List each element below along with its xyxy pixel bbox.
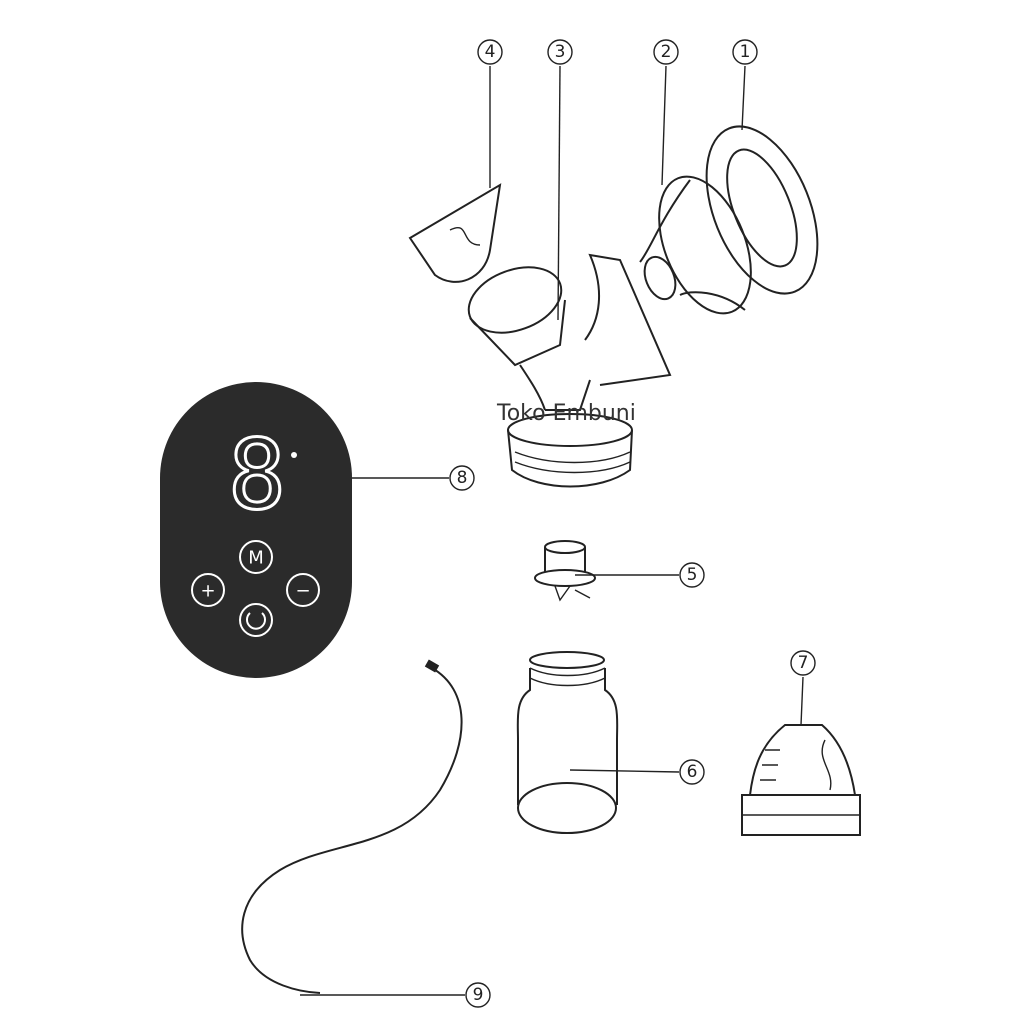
part-2-flange-insert xyxy=(639,175,752,315)
power-button[interactable] xyxy=(239,603,273,637)
power-icon xyxy=(246,612,266,630)
svg-text:9: 9 xyxy=(473,985,484,1005)
mode-button[interactable]: M xyxy=(239,540,273,574)
part-5-valve xyxy=(534,540,596,602)
indicator-dot xyxy=(291,452,297,458)
callout-6: 6 xyxy=(569,759,705,785)
svg-text:7: 7 xyxy=(798,653,809,673)
callout-7: 7 xyxy=(790,650,816,726)
part-4-valve-cap xyxy=(408,183,502,283)
svg-text:3: 3 xyxy=(555,42,566,62)
svg-text:8: 8 xyxy=(457,468,468,488)
plus-button[interactable]: + xyxy=(191,573,225,607)
minus-button[interactable]: − xyxy=(286,573,320,607)
svg-text:5: 5 xyxy=(687,565,698,585)
callout-8: 8 xyxy=(350,465,475,491)
callout-9: 9 xyxy=(300,982,491,1008)
part-3-pump-body xyxy=(467,253,672,488)
display-digit: 8 xyxy=(228,419,286,531)
svg-text:+: + xyxy=(200,581,215,602)
svg-text:6: 6 xyxy=(687,762,698,782)
svg-text:4: 4 xyxy=(485,42,496,62)
part-7-bottle-cap xyxy=(741,724,861,836)
callout-1: 1 xyxy=(732,39,758,131)
part-9-usb-cable xyxy=(241,659,463,994)
svg-text:2: 2 xyxy=(661,42,672,62)
part-8-control-panel: 8 M + − xyxy=(160,382,352,678)
svg-text:−: − xyxy=(295,581,310,602)
part-6-bottle xyxy=(516,651,619,834)
svg-text:1: 1 xyxy=(740,42,751,62)
watermark: Toko Embuni xyxy=(496,401,636,426)
part-1-silicone-ring xyxy=(705,125,819,295)
callout-2: 2 xyxy=(653,39,679,186)
svg-text:M: M xyxy=(248,548,264,569)
callout-3: 3 xyxy=(547,39,573,321)
callout-4: 4 xyxy=(477,39,503,188)
